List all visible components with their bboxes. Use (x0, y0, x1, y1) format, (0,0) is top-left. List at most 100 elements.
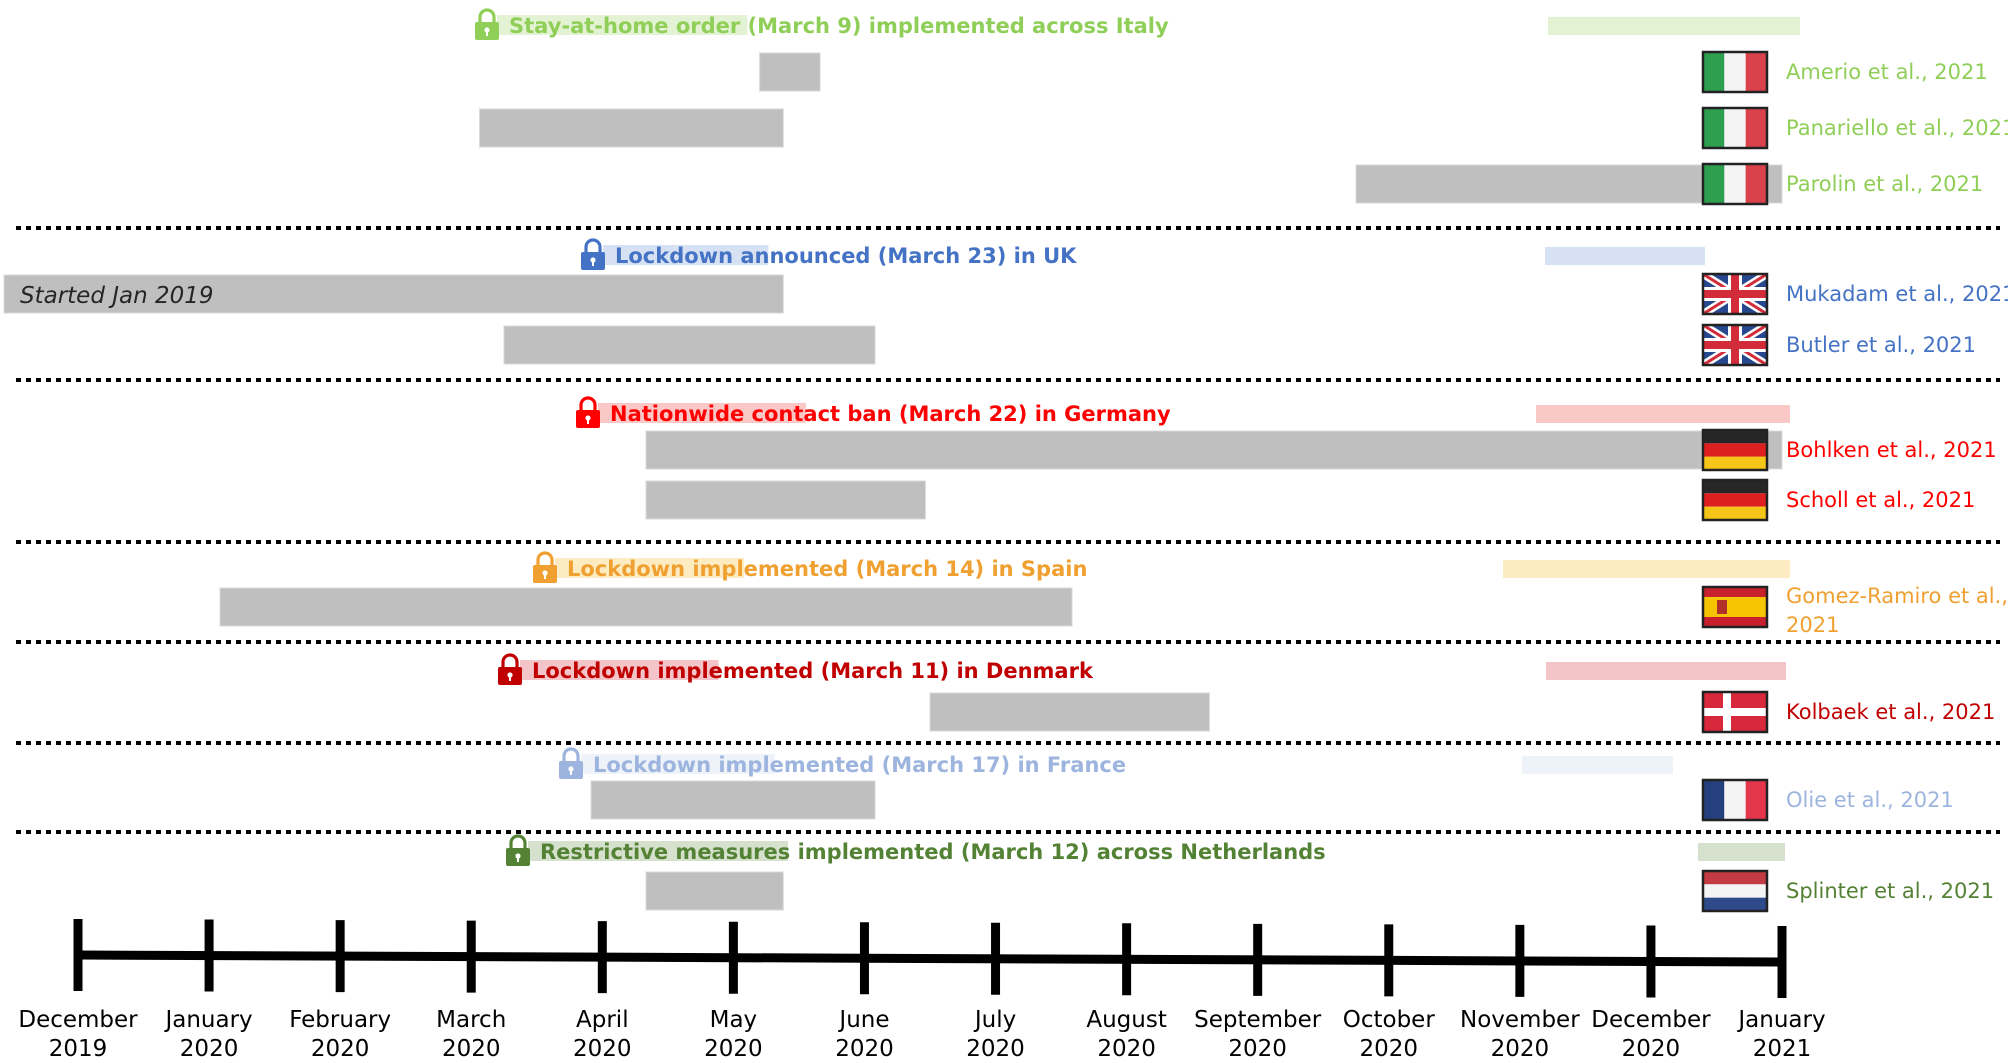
study-period-bar (590, 780, 876, 820)
uk-flag-icon (1700, 321, 1770, 369)
axis-month-label: October (1343, 1007, 1436, 1033)
axis-month-label: May (710, 1007, 758, 1033)
axis-year-label: 2020 (180, 1036, 239, 1062)
italy-flag-icon (1701, 162, 1769, 206)
netherlands-flag-icon (1701, 869, 1769, 913)
axis-year-label: 2020 (311, 1036, 370, 1062)
lockdown-period-bar (1698, 843, 1785, 861)
lockdown-period-bar (1546, 662, 1786, 680)
axis-year-label: 2020 (442, 1036, 501, 1062)
lock-icon (533, 551, 557, 583)
group-denmark: Lockdown implemented (March 11) in Denma… (498, 653, 1995, 734)
study-citation: Olie et al., 2021 (1786, 788, 1954, 812)
lockdown-label: Lockdown announced (March 23) in UK (615, 244, 1077, 268)
lockdown-period-bar (1522, 756, 1673, 774)
lockdown-period-bar (1545, 247, 1705, 265)
france-flag-icon (1701, 778, 1769, 822)
lockdown-period-bar (1503, 560, 1790, 578)
lockdown-label: Restrictive measures implemented (March … (540, 840, 1326, 864)
study-period-bar (503, 325, 876, 365)
lock-icon (498, 653, 522, 685)
italy-flag-icon (1701, 106, 1769, 150)
axis-year-label: 2020 (835, 1036, 894, 1062)
axis-month-label: March (436, 1007, 506, 1033)
lockdown-label: Lockdown implemented (March 11) in Denma… (532, 659, 1094, 683)
axis-year-label: 2021 (1753, 1036, 1812, 1062)
lockdown-label: Lockdown implemented (March 14) in Spain (567, 557, 1087, 581)
group-france: Lockdown implemented (March 17) in Franc… (559, 747, 1954, 822)
lock-text-highlight (528, 841, 788, 861)
lockdown-label: Stay-at-home order (March 9) implemented… (509, 14, 1169, 38)
axis-month-label: April (576, 1007, 629, 1033)
axis-month-label: July (973, 1007, 1016, 1033)
germany-flag-icon (1701, 428, 1769, 472)
lock-text-highlight (603, 245, 769, 265)
group-netherlands: Restrictive measures implemented (March … (506, 834, 1994, 913)
group-spain: Lockdown implemented (March 14) in Spain… (219, 551, 2008, 637)
lockdown-label: Nationwide contact ban (March 22) in Ger… (610, 402, 1171, 426)
axis-month-label: January (1736, 1007, 1825, 1033)
study-period-bar (645, 480, 926, 520)
axis-year-label: 2020 (1097, 1036, 1156, 1062)
study-period-bar (3, 274, 784, 314)
lockdown-period-bar (1536, 405, 1790, 423)
axis-month-label: December (1591, 1007, 1711, 1033)
lock-icon (506, 834, 530, 866)
study-note: Started Jan 2019 (20, 283, 214, 309)
axis-year-label: 2020 (573, 1036, 632, 1062)
axis-month-label: June (837, 1007, 889, 1033)
lock-icon (581, 238, 605, 270)
lock-text-highlight (555, 558, 744, 578)
study-period-bar (219, 587, 1073, 627)
study-citation: Butler et al., 2021 (1786, 333, 1976, 357)
group-uk: Lockdown announced (March 23) in UK Start… (3, 238, 2008, 369)
study-period-bar (929, 692, 1210, 732)
germany-flag-icon (1701, 478, 1769, 522)
study-citation: Parolin et al., 2021 (1786, 172, 1983, 196)
lock-text-highlight (520, 660, 719, 680)
study-citation: Panariello et al., 2021 (1786, 116, 2008, 140)
study-citation: Splinter et al., 2021 (1786, 879, 1994, 903)
study-citation: Amerio et al., 2021 (1786, 60, 1988, 84)
group-italy: Stay-at-home order (March 9) implemented… (475, 8, 2008, 206)
study-citation: Gomez-Ramiro et al., (1786, 584, 2008, 608)
axis-year-label: 2020 (1228, 1036, 1287, 1062)
lock-icon (475, 8, 499, 40)
axis-month-label: August (1086, 1007, 1167, 1033)
lock-text-highlight (598, 403, 806, 423)
axis-line (77, 950, 1783, 967)
study-period-bar (479, 108, 784, 148)
study-citation-line2: 2021 (1786, 613, 1839, 637)
denmark-flag-icon (1701, 690, 1769, 734)
axis-month-label: December (18, 1007, 138, 1033)
lock-text-highlight (581, 754, 775, 774)
timeline-axis: December 2019 January 2020 February 2020 March… (18, 919, 1826, 1062)
lock-icon (576, 396, 600, 428)
study-citation: Kolbaek et al., 2021 (1786, 700, 1995, 724)
axis-month-label: November (1460, 1007, 1580, 1033)
study-period-bar (645, 430, 1783, 470)
study-citation: Bohlken et al., 2021 (1786, 438, 1997, 462)
study-citation: Scholl et al., 2021 (1786, 488, 1975, 512)
axis-month-label: February (289, 1007, 391, 1033)
group-germany: Nationwide contact ban (March 22) in Ger… (576, 396, 1997, 522)
lockdown-label: Lockdown implemented (March 17) in Franc… (593, 753, 1126, 777)
axis-year-label: 2020 (704, 1036, 763, 1062)
lock-text-highlight (497, 15, 748, 35)
axis-year-label: 2020 (1359, 1036, 1418, 1062)
study-period-bar (759, 52, 821, 92)
axis-year-label: 2020 (1622, 1036, 1681, 1062)
study-citation: Mukadam et al., 2021 (1786, 282, 2008, 306)
lockdown-period-bar (1548, 17, 1800, 35)
italy-flag-icon (1701, 50, 1769, 94)
axis-year-label: 2019 (49, 1036, 108, 1062)
study-period-bar (645, 871, 784, 911)
spain-flag-icon (1701, 585, 1769, 629)
axis-year-label: 2020 (966, 1036, 1025, 1062)
axis-month-label: September (1194, 1007, 1322, 1033)
lock-icon (559, 747, 583, 779)
uk-flag-icon (1700, 270, 1770, 318)
axis-year-label: 2020 (1491, 1036, 1550, 1062)
